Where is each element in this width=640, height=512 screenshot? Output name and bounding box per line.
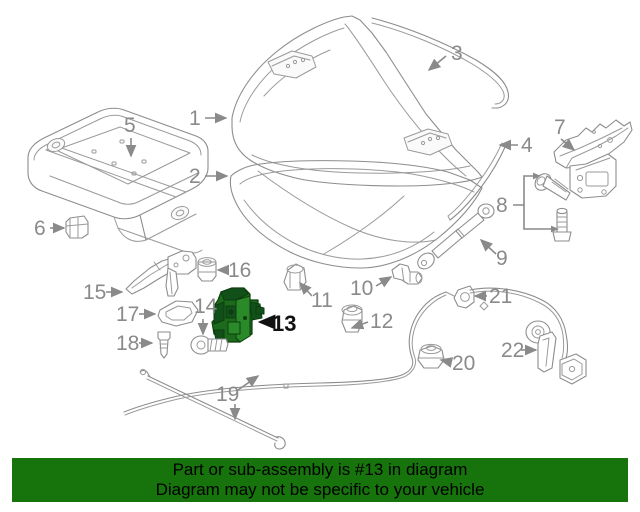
notice-line-1: Part or sub-assembly is #13 in diagram — [172, 460, 468, 479]
part-3-hood-seal — [371, 17, 510, 109]
callout-4-label: 4 — [521, 134, 533, 157]
callout-14-label: 14 — [194, 295, 218, 318]
bolt-lower — [552, 207, 572, 242]
part-13-hood-latch-highlighted — [211, 287, 265, 343]
part-9-lift-support — [417, 203, 495, 270]
callout-18: 18 — [116, 332, 154, 355]
callout-20: 20 — [439, 352, 475, 375]
callout-22-label: 22 — [501, 339, 524, 362]
callout-8-label: 8 — [496, 194, 508, 217]
callout-11: 11 — [298, 281, 333, 312]
part-4-hood-seal-lower — [447, 142, 507, 221]
callout-9: 9 — [479, 238, 508, 270]
callout-6: 6 — [34, 217, 66, 240]
part-18-screw — [157, 331, 171, 359]
hood-release-cable — [123, 287, 569, 416]
callout-19: 19 — [216, 375, 260, 421]
diagram-notice-banner: Part or sub-assembly is #13 in diagram D… — [12, 458, 628, 502]
part-2-hood-inner-panel — [229, 160, 483, 269]
callout-8: 8 — [496, 172, 559, 233]
callout-22: 22 — [501, 339, 538, 362]
part-20-cable-grommet — [417, 343, 445, 369]
callout-17-label: 17 — [116, 303, 139, 326]
callout-10: 10 — [350, 276, 393, 300]
callout-21-label: 21 — [489, 285, 512, 308]
notice-line-2: Diagram may not be specific to your vehi… — [155, 480, 485, 499]
callout-19-label: 19 — [216, 383, 239, 406]
callout-9-label: 9 — [496, 247, 508, 270]
bolt-upper — [534, 173, 571, 201]
callout-10-label: 10 — [350, 277, 373, 300]
callout-11-label: 11 — [311, 289, 333, 312]
callout-18-label: 18 — [116, 332, 139, 355]
part-6-clip — [65, 215, 89, 239]
callout-group: 1 2 3 4 5 — [34, 42, 576, 421]
part-22-release-handle — [525, 320, 587, 385]
part-8-bolts — [534, 173, 572, 242]
callout-7-label: 7 — [554, 116, 566, 139]
callout-2-label: 2 — [189, 165, 201, 188]
callout-3-label: 3 — [451, 42, 463, 65]
callout-13: 13 — [257, 311, 296, 336]
callout-15-label: 15 — [83, 281, 106, 304]
part-14-latch-bolt — [190, 335, 229, 355]
part-10-bumper-stopper — [391, 263, 423, 285]
callout-15: 15 — [83, 281, 124, 304]
callout-20-label: 20 — [452, 352, 475, 375]
callout-14: 14 — [194, 295, 218, 336]
callout-4: 4 — [498, 134, 533, 157]
callout-13-label: 13 — [272, 311, 296, 336]
part-21-cable-end-fitting — [445, 285, 475, 309]
callout-3: 3 — [427, 42, 463, 72]
part-19-support-rod — [139, 368, 286, 450]
callout-12: 12 — [350, 310, 393, 333]
callout-16-label: 16 — [228, 259, 251, 282]
part-1-hood-outer-panel — [231, 15, 483, 187]
part-15-release-lever — [125, 250, 197, 297]
callout-1-label: 1 — [189, 107, 201, 130]
part-5-radiator-support — [27, 107, 209, 254]
callout-5-label: 5 — [124, 114, 136, 137]
callout-16: 16 — [216, 259, 251, 282]
part-16-bushing — [197, 257, 217, 282]
part-7-hood-hinge — [553, 119, 633, 199]
callout-21: 21 — [473, 285, 512, 308]
callout-17: 17 — [116, 303, 157, 326]
callout-2: 2 — [189, 165, 229, 188]
part-17-gasket-plate — [157, 300, 199, 327]
callout-12-label: 12 — [370, 310, 393, 333]
callout-6-label: 6 — [34, 217, 46, 240]
callout-1: 1 — [189, 107, 228, 130]
callout-7: 7 — [554, 116, 576, 152]
callout-5: 5 — [124, 114, 137, 158]
